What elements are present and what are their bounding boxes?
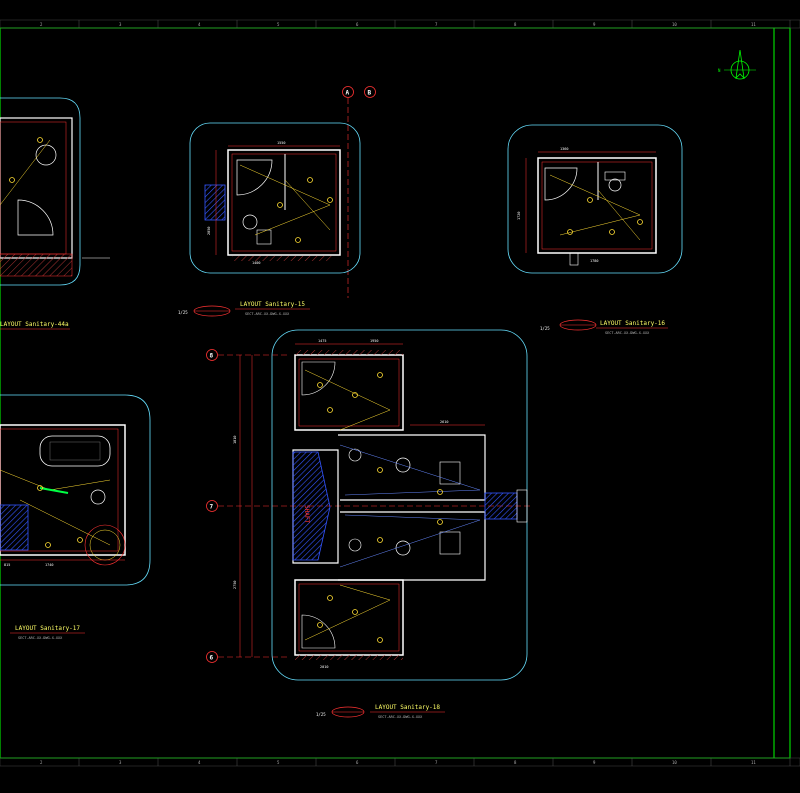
cabinet-outline <box>189 122 361 274</box>
dim-height: 1720 <box>517 212 521 220</box>
border-tick-label: 2 <box>40 760 43 765</box>
plan-sanitary-17: 815 1740 LAYOUT Sanitary-17 SECT-ARC-XX-… <box>0 394 151 640</box>
dim-bottom: 1400 <box>252 261 260 265</box>
plan-title: LAYOUT Sanitary-44a <box>0 321 69 328</box>
border-tick-label: 4 <box>198 22 201 27</box>
border-tick-label: 7 <box>435 22 438 27</box>
dim-b: 1740 <box>45 563 53 567</box>
border-tick-label: 6 <box>356 22 359 27</box>
bathtub-fixture <box>39 435 111 467</box>
plan-subtitle: SECT-ARC-XX-DWG-X-XXX <box>378 715 423 719</box>
border-tick-label: 3 <box>119 22 122 27</box>
plan-title: LAYOUT Sanitary-17 <box>15 625 80 632</box>
border-tick-label: 2 <box>40 22 43 27</box>
toilet-fixture <box>395 540 411 556</box>
dim-top-b: 1950 <box>370 339 378 343</box>
grid-bubbles-left: 8 7 6 <box>206 349 530 663</box>
plan-subtitle: SECT-ARC-XX-DWG-X-XXX <box>245 312 290 316</box>
plan-sanitary-16: 1360 1780 1720 1/25 LAYOUT Sanitary-16 S… <box>507 124 683 335</box>
dim-a: 815 <box>4 563 10 567</box>
shower-round <box>84 524 126 566</box>
north-arrow-icon: N <box>718 49 756 80</box>
dim-top-a: 1475 <box>318 339 326 343</box>
toilet-fixture <box>35 144 57 166</box>
border-tick-label: 8 <box>514 22 517 27</box>
cabinet-outline <box>0 97 81 286</box>
border-ticks-top: 2 3 4 5 6 7 8 9 10 11 <box>40 20 791 28</box>
grid-line-b: B <box>364 86 376 98</box>
dim-upper: 1810 <box>233 436 237 444</box>
toilet-fixture <box>242 214 258 230</box>
dim-width: 1550 <box>277 141 285 145</box>
plan-sanitary-18: SHAFT <box>233 329 528 719</box>
grid-bubble-b: B <box>368 90 372 97</box>
dim-bottom: 1780 <box>590 259 598 263</box>
border-ticks-bottom: 2 3 4 5 6 7 8 9 10 11 <box>40 758 791 766</box>
dim-width: 1360 <box>560 147 568 151</box>
sheet-frame: 2 3 4 5 6 7 8 9 10 11 2 3 4 5 6 7 8 9 10 11 <box>0 19 800 767</box>
grid-bubble-8: 8 <box>210 353 214 360</box>
border-tick-label: 5 <box>277 760 280 765</box>
border-tick-label: 4 <box>198 760 201 765</box>
border-tick-label: 7 <box>435 760 438 765</box>
cabinet-outline <box>507 124 683 274</box>
shaft-hatch <box>292 451 331 561</box>
cabinet-outline <box>0 394 151 586</box>
grid-bubble-a: A <box>346 90 350 97</box>
plan-title: LAYOUT Sanitary-18 <box>375 704 440 711</box>
grid-bubble-7: 7 <box>210 504 214 511</box>
plan-sanitary-44a: LAYOUT Sanitary-44a <box>0 97 110 330</box>
shower-tray <box>236 159 273 196</box>
dim-lower: 2750 <box>233 581 237 589</box>
shaft-tag: SHAFT <box>303 505 310 523</box>
border-tick-label: 9 <box>593 760 596 765</box>
border-tick-label: 10 <box>672 22 677 27</box>
plan-title: LAYOUT Sanitary-16 <box>600 320 665 327</box>
toilet-fixture <box>608 178 622 192</box>
plan-scale: 1/25 <box>178 310 188 315</box>
shower-tray <box>17 199 54 236</box>
north-letter: N <box>718 68 721 73</box>
toilet-fixture <box>395 457 411 473</box>
border-tick-label: 3 <box>119 760 122 765</box>
plan-subtitle: SECT-ARC-XX-DWG-X-XXX <box>18 636 63 640</box>
dim-height: 2850 <box>207 227 211 235</box>
plan-title: LAYOUT Sanitary-15 <box>240 301 305 308</box>
shower-tray <box>544 167 578 201</box>
shaft-hatch <box>0 504 29 551</box>
dim-bottom: 2010 <box>320 665 328 669</box>
plan-scale: 1/25 <box>540 326 550 331</box>
border-tick-label: 10 <box>672 760 677 765</box>
border-tick-label: 6 <box>356 760 359 765</box>
dim-right: 2610 <box>440 420 448 424</box>
sheet-border <box>0 27 791 759</box>
border-tick-label: 5 <box>277 22 280 27</box>
shaft-hatch <box>204 184 226 221</box>
plan-subtitle: SECT-ARC-XX-DWG-X-XXX <box>605 331 650 335</box>
grid-line-a: A <box>342 86 354 298</box>
plan-sanitary-15: 1550 1400 2850 1/25 LAYOUT Sanitary-15 S… <box>178 122 361 317</box>
border-tick-label: 9 <box>593 22 596 27</box>
plan-scale: 1/25 <box>316 712 326 717</box>
border-tick-label: 8 <box>514 760 517 765</box>
border-tick-label: 11 <box>751 22 756 27</box>
border-tick-label: 11 <box>751 760 756 765</box>
grid-bubble-6: 6 <box>210 655 214 662</box>
toilet-fixture <box>90 489 106 505</box>
